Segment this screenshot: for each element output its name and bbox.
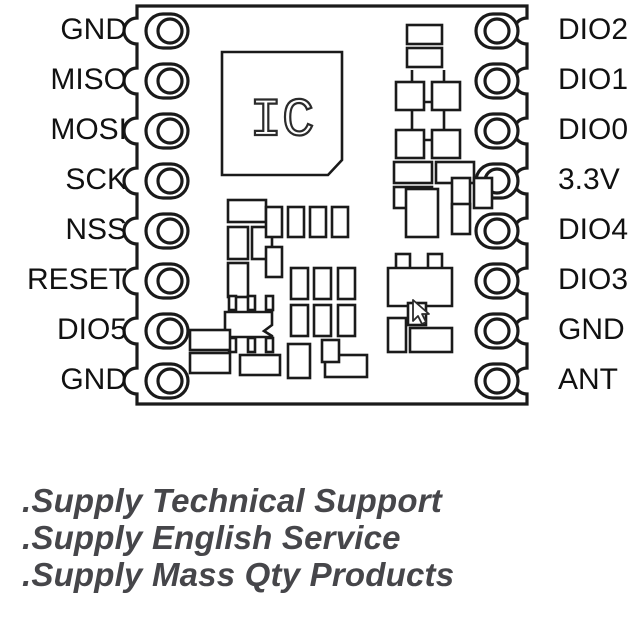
pin-label-left-3: MOSI [50, 113, 127, 146]
smd-l-05 [264, 205, 284, 239]
left-hole-5 [156, 217, 184, 245]
smd-l-02 [226, 225, 250, 261]
smd-l-09 [264, 245, 284, 279]
smd-l-13 [289, 303, 310, 338]
smd-l-06 [286, 205, 306, 239]
pin-label-left-2: MISO [50, 63, 127, 96]
left-hole-1 [156, 17, 184, 45]
pin-label-right-5: DIO4 [558, 213, 629, 246]
main-ic-chip: IC [220, 50, 344, 177]
right-pad-holes-group [483, 17, 511, 395]
right-hole-1 [483, 17, 511, 45]
crystal-pad-3 [394, 128, 426, 160]
smd-l-17 [188, 351, 232, 375]
pin-label-right-8: ANT [558, 363, 618, 396]
smd-r-09 [404, 187, 440, 239]
smd-l-07 [308, 205, 328, 239]
smd-r-01 [405, 23, 444, 46]
smd-l-18 [238, 353, 282, 377]
left-hole-6 [156, 267, 184, 295]
pin-label-left-8: GND [60, 363, 127, 396]
smd-l-14 [312, 303, 333, 338]
right-hole-2 [483, 67, 511, 95]
left-hole-4 [156, 167, 184, 195]
pin-label-right-4: 3.3V [558, 163, 620, 196]
crystal-pad-4 [430, 128, 462, 160]
right-hole-6 [483, 267, 511, 295]
pin-label-right-2: DIO1 [558, 63, 629, 96]
left-pad-holes-group [156, 17, 184, 395]
pin-label-left-5: NSS [65, 213, 127, 246]
footer-line-3: .Supply Mass Qty Products [22, 556, 455, 593]
smd-pin-a1 [227, 294, 238, 312]
smd-r-08 [450, 202, 472, 236]
smd-components-right [386, 23, 494, 354]
footer-line-1: .Supply Technical Support [22, 482, 442, 519]
board-outline-group: IC [122, 4, 529, 406]
smd-l-04 [226, 261, 250, 299]
right-hole-5 [483, 217, 511, 245]
smd-r-13 [386, 316, 408, 354]
smd-components-left [188, 198, 369, 380]
smd-l-11 [312, 266, 333, 301]
ic-chip-label: IC [250, 91, 315, 152]
small-ic-chamfered [223, 310, 274, 339]
smd-r-14 [408, 326, 454, 354]
pin-label-right-7: GND [558, 313, 625, 346]
smd-pin-b2 [246, 336, 257, 354]
smd-l-15 [336, 303, 357, 338]
smd-pin-a3 [264, 294, 275, 312]
crystal-pad-1 [394, 80, 426, 112]
footer-line-2: .Supply English Service [22, 519, 401, 556]
smd-pin-a2 [246, 294, 257, 312]
pin-label-left-4: SCK [65, 163, 127, 196]
smd-l-16 [188, 328, 232, 352]
smd-l-19 [286, 342, 312, 380]
smd-r-02 [405, 46, 444, 69]
pin-label-right-6: DIO3 [558, 263, 629, 296]
pin-label-left-6: RESET [26, 263, 127, 296]
mouse-pointer-icon [412, 299, 430, 325]
pin-label-left-7: DIO5 [56, 313, 127, 346]
smd-l-10 [289, 266, 310, 301]
large-ic-right [386, 266, 454, 308]
left-hole-8 [156, 367, 184, 395]
left-hole-3 [156, 117, 184, 145]
crystal-pad-2 [430, 80, 462, 112]
pin-label-right-3: DIO0 [558, 113, 629, 146]
smd-r-03 [392, 160, 434, 185]
smd-l-12 [336, 266, 357, 301]
right-hole-3 [483, 117, 511, 145]
smd-l-01 [226, 198, 268, 224]
smd-pin-b3 [264, 336, 275, 354]
left-hole-2 [156, 67, 184, 95]
pin-label-left-1: GND [60, 13, 127, 46]
left-hole-7 [156, 317, 184, 345]
right-hole-7 [483, 317, 511, 345]
smd-r-07 [472, 176, 494, 210]
smd-l-21 [320, 338, 341, 364]
footer-text-block: .Supply Technical Support .Supply Englis… [22, 482, 622, 593]
right-hole-8 [483, 367, 511, 395]
smd-l-08 [330, 205, 350, 239]
pin-label-right-1: DIO2 [558, 13, 629, 46]
